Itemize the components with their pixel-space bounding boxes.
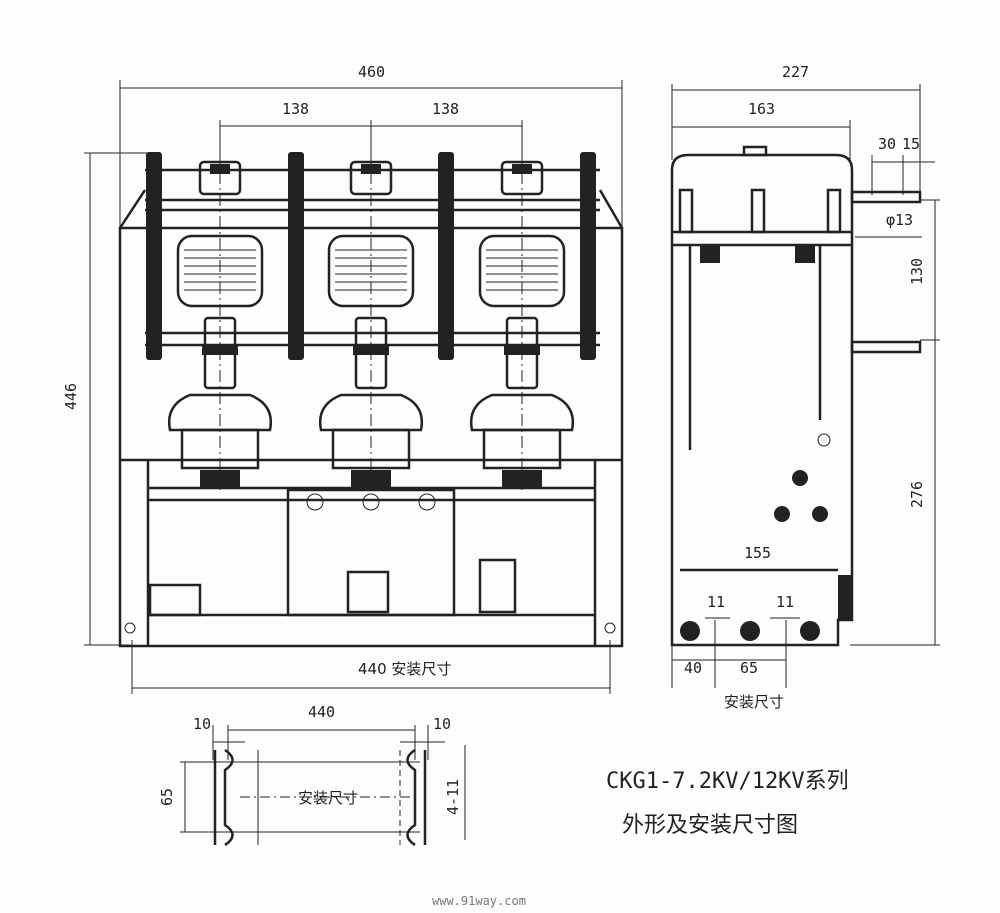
plan-rails xyxy=(213,748,427,847)
dim-446: 446 xyxy=(62,383,80,410)
dim-276: 276 xyxy=(908,481,926,508)
dim-40: 40 xyxy=(684,659,702,677)
mounting-holes-front xyxy=(124,493,616,634)
plan-dim-10-left: 10 xyxy=(193,715,211,733)
title-line-2: 外形及安装尺寸图 xyxy=(622,813,798,838)
plan-dim-65: 65 xyxy=(158,788,176,806)
side-body xyxy=(670,145,922,647)
title-line-1: CKG1-7.2KV/12KV系列 xyxy=(606,769,849,794)
front-view: 460 138 138 446 440 安装尺寸 xyxy=(62,63,624,694)
dim-155: 155 xyxy=(744,544,771,562)
dim-138-right: 138 xyxy=(432,100,459,118)
side-small-hole xyxy=(817,433,831,447)
plan-label: 安装尺寸 xyxy=(298,789,358,807)
dim-163: 163 xyxy=(748,100,775,118)
dim-phi13: φ13 xyxy=(886,211,913,229)
watermark: www.91way.com xyxy=(432,894,526,908)
front-insulator-bars xyxy=(146,152,596,360)
plan-holes: 4-11 xyxy=(444,779,462,815)
plan-dimension-lines xyxy=(180,725,466,845)
side-holes xyxy=(680,245,852,641)
dim-138-left: 138 xyxy=(282,100,309,118)
pole-1 xyxy=(167,150,273,490)
dim-15: 15 xyxy=(902,135,920,153)
dim-11-left: 11 xyxy=(707,593,725,611)
plan-dim-440: 440 xyxy=(308,703,335,721)
side-mount-label: 安装尺寸 xyxy=(724,693,784,711)
dim-11-right: 11 xyxy=(776,593,794,611)
pole-3 xyxy=(469,150,575,490)
pole-2 xyxy=(318,150,424,490)
front-dimension-lines xyxy=(84,80,623,694)
dim-227: 227 xyxy=(782,63,809,81)
front-poles xyxy=(167,150,575,490)
dim-130: 130 xyxy=(908,258,926,285)
plan-dim-10-right: 10 xyxy=(433,715,451,733)
dim-440-mounting: 440 安装尺寸 xyxy=(358,660,451,678)
dim-65: 65 xyxy=(740,659,758,677)
dim-460: 460 xyxy=(358,63,385,81)
dim-30: 30 xyxy=(878,135,896,153)
side-view: 227 163 30 15 φ13 130 276 155 11 11 40 6… xyxy=(670,63,940,711)
mounting-plan: 440 10 10 65 安装尺寸 4-11 xyxy=(158,703,466,847)
